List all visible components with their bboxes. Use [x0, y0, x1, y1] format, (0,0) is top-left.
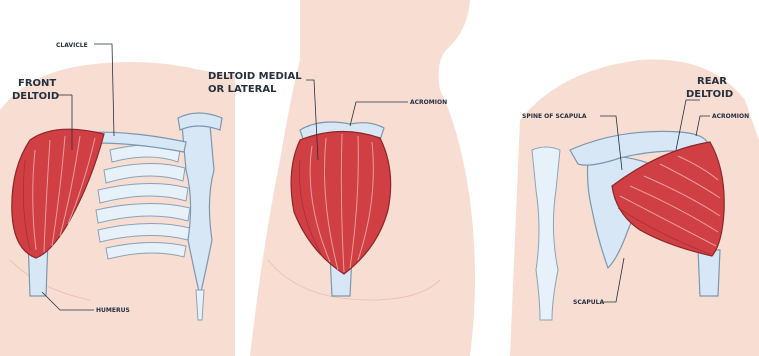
vertebra-tail: [196, 290, 204, 320]
front-deltoid-label-line2: DELTOID: [12, 91, 59, 102]
medial-deltoid-label-line2: OR LATERAL: [208, 84, 277, 95]
side-panel: [250, 0, 475, 356]
rear-acromion-label: ACROMION: [712, 113, 749, 120]
front-deltoid-label-line1: FRONT: [18, 78, 56, 89]
clavicle-label: CLAVICLE: [56, 42, 88, 49]
rear-deltoid-label-line1: REAR: [697, 76, 727, 87]
side-acromion-label: ACROMION: [410, 99, 447, 106]
humerus-label: HUMERUS: [96, 307, 130, 314]
rear-deltoid-label-line2: DELTOID: [686, 89, 733, 100]
scapula-label: SCAPULA: [573, 299, 604, 306]
rear-panel: [510, 60, 759, 356]
rear-humerus: [698, 250, 720, 296]
medial-deltoid-label-line1: DELTOID MEDIAL: [208, 71, 302, 82]
spine-of-scapula-label: SPINE OF SCAPULA: [522, 113, 587, 120]
